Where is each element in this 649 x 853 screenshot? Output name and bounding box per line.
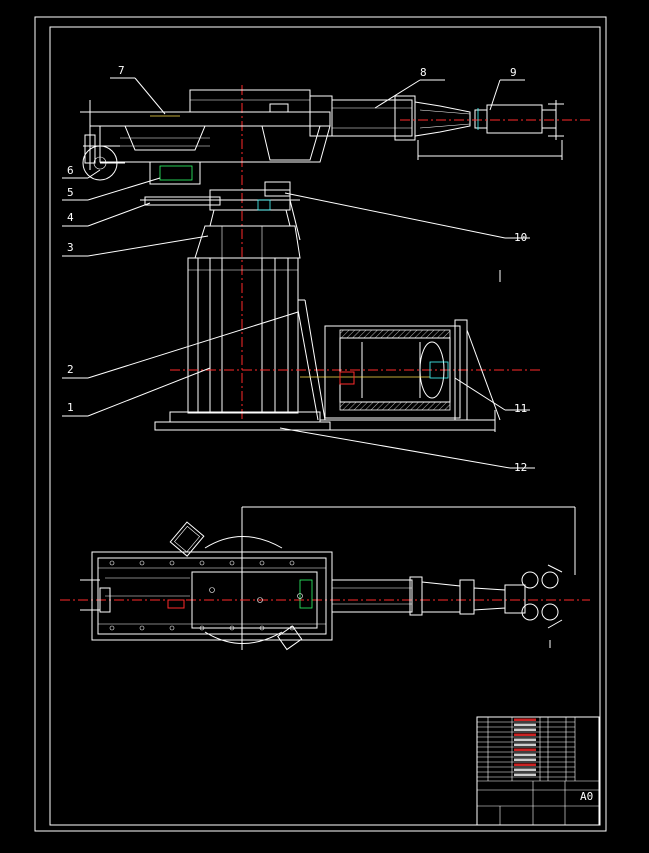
rotary-base <box>140 161 301 259</box>
part-label-2: 2 <box>67 363 74 376</box>
title-block-cell-mark <box>514 733 536 736</box>
top-view <box>60 506 590 651</box>
title-block-cell-mark <box>514 763 536 766</box>
bolt-row <box>109 560 303 631</box>
part-label-6: 6 <box>67 164 74 177</box>
part-label-4: 4 <box>67 211 74 224</box>
part-label-11: 11 <box>514 402 527 415</box>
part-label-5: 5 <box>67 186 74 199</box>
leader-lines <box>62 77 535 469</box>
title-block-cell-mark <box>514 738 536 741</box>
outer-border <box>34 16 607 832</box>
part-label-3: 3 <box>67 241 74 254</box>
part-label-1: 1 <box>67 401 74 414</box>
title-block-cell-mark <box>514 718 536 721</box>
part-label-9: 9 <box>510 66 517 79</box>
inner-border <box>49 26 601 826</box>
part-label-8: 8 <box>420 66 427 79</box>
sheet-size-label: A0 <box>580 790 593 803</box>
title-block-cell-mark <box>514 753 536 756</box>
part-label-7: 7 <box>118 64 125 77</box>
forearm-assembly <box>331 95 590 160</box>
support-bracket <box>297 299 326 421</box>
part-label-12: 12 <box>514 461 527 474</box>
title-block-cell-mark <box>514 748 536 751</box>
left-wheel-assembly <box>80 100 125 181</box>
title-block: A0 <box>476 716 600 826</box>
base-plate <box>154 410 496 432</box>
title-block-cell-mark <box>514 758 536 761</box>
title-block-cell-mark <box>514 743 536 746</box>
front-view: 1 2 3 4 5 6 7 8 9 10 11 12 <box>62 64 590 474</box>
title-block-cell-mark <box>514 768 536 771</box>
title-block-cell-mark <box>514 773 536 776</box>
title-block-cell-mark <box>514 723 536 726</box>
title-block-cell-mark <box>514 728 536 731</box>
main-column <box>170 257 540 414</box>
part-label-10: 10 <box>514 231 527 244</box>
upper-arm <box>89 89 333 163</box>
hydraulic-cylinder <box>300 319 501 421</box>
